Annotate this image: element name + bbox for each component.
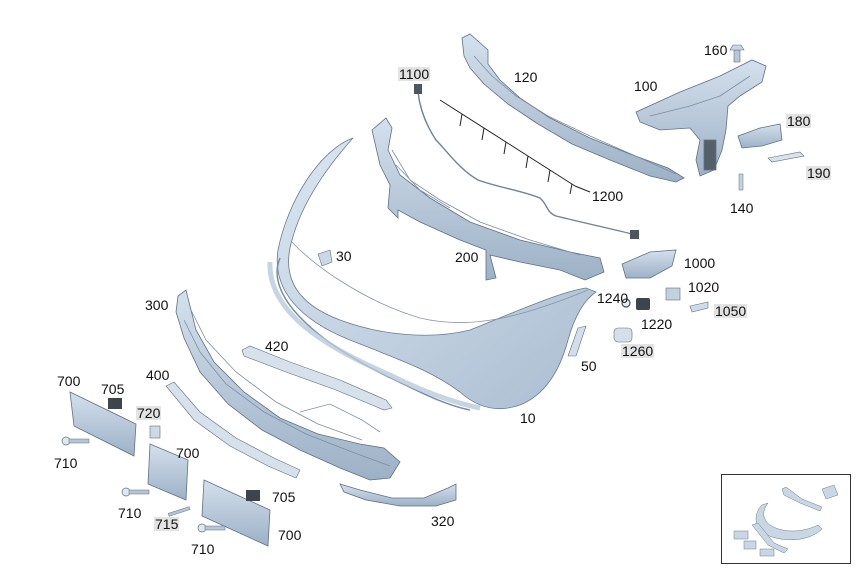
callout-710-top: 710 (54, 455, 78, 471)
callout-700-bottom: 700 (278, 527, 302, 543)
callout-1260: 1260 (621, 343, 655, 359)
callout-120: 120 (514, 69, 538, 85)
grille-part (175, 289, 401, 481)
callout-50: 50 (581, 358, 597, 374)
upper-carrier-part (461, 33, 685, 183)
overview-thumbnail-drawing (733, 484, 839, 557)
callout-1200: 1200 (592, 188, 624, 204)
callout-160: 160 (704, 42, 728, 58)
nut-720-part (149, 425, 161, 439)
callout-1020: 1020 (688, 279, 720, 295)
screw-715-part (167, 506, 191, 517)
sensor-housing-1260-part (613, 327, 633, 343)
callout-700-middle: 700 (176, 445, 200, 461)
sensor-holder-1020-part (665, 287, 681, 301)
trim-strip-50-part (567, 325, 587, 357)
harness-clips-part (439, 99, 591, 195)
screw-710b-part (121, 487, 150, 497)
callout-710-middle: 710 (118, 505, 142, 521)
callout-720: 720 (136, 405, 162, 421)
grille-insert-1000-part (621, 249, 677, 279)
callout-190: 190 (806, 165, 832, 181)
plate-holder-700c-part (201, 479, 271, 547)
bumper-cover-part (267, 137, 597, 411)
bracket-part (635, 59, 767, 177)
callout-320: 320 (431, 513, 455, 529)
callout-1220: 1220 (641, 316, 673, 332)
screw-160-part (729, 44, 745, 63)
callout-700-top: 700 (57, 373, 81, 389)
strip-190-part (767, 151, 805, 163)
callout-10: 10 (520, 410, 536, 426)
sensor-1220-part (636, 298, 650, 310)
callout-30: 30 (336, 248, 352, 264)
callout-705-top: 705 (101, 381, 125, 397)
callout-710-bottom: 710 (191, 541, 215, 557)
overview-thumbnail[interactable] (721, 474, 851, 564)
callout-1050: 1050 (714, 303, 748, 319)
callout-300: 300 (145, 297, 169, 313)
plate-holder-700b-part (147, 443, 189, 501)
callout-705-bottom: 705 (272, 489, 296, 505)
bracket-180-part (737, 123, 783, 149)
callout-140: 140 (730, 200, 754, 216)
callout-180: 180 (786, 113, 812, 129)
callout-420: 420 (265, 338, 289, 354)
clip-705b-part (246, 490, 260, 501)
trim-strip-420-part (241, 345, 393, 411)
callout-715: 715 (154, 516, 180, 532)
callout-200: 200 (455, 249, 479, 265)
screw-710c-part (197, 523, 226, 533)
ring-1240-part (621, 298, 631, 308)
callout-1100: 1100 (398, 66, 431, 82)
lower-lip-320-part (339, 483, 457, 507)
wiring-harness-part (414, 84, 639, 239)
screw-140-part (738, 173, 744, 191)
bumper-carrier-part (371, 117, 605, 281)
clip-705a-part (108, 398, 122, 409)
callout-1000: 1000 (684, 255, 716, 271)
plate-holder-700a-part (69, 391, 137, 457)
callout-400: 400 (146, 367, 170, 383)
callout-100: 100 (634, 78, 658, 94)
trim-strip-400-part (165, 381, 301, 479)
screw-710a-part (61, 436, 90, 446)
callout-1240: 1240 (597, 290, 629, 306)
bracket-1050-part (689, 301, 709, 313)
clip-30-part (317, 249, 333, 267)
